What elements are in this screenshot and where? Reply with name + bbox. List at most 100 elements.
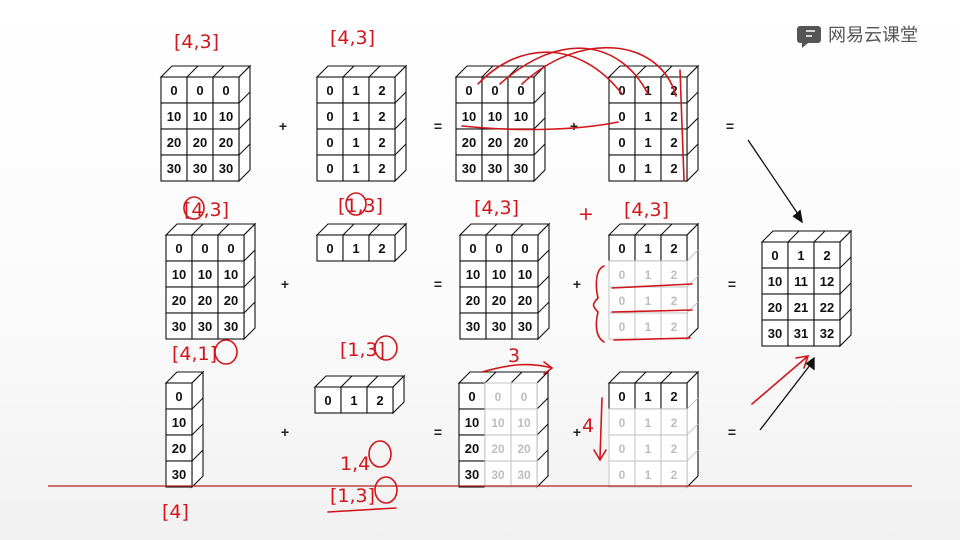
row3-array-c-top-divider — [510, 371, 523, 384]
row3-result-equals: = — [728, 424, 736, 440]
row3-array-d-cell-value: 2 — [671, 442, 678, 456]
row1-array-d-cell — [634, 154, 662, 182]
annotation-circle-row3-b — [374, 335, 398, 361]
row1-array-b-side-divider — [394, 117, 407, 130]
result-array-cell — [761, 293, 789, 321]
row1-array-d-side-divider — [686, 91, 699, 104]
result-array-top-face — [760, 230, 853, 243]
row1-array-a-cell — [212, 76, 240, 104]
chat-bubble-icon — [797, 26, 821, 48]
row3-array-b-cell-value: 0 — [324, 393, 331, 408]
row1-array-b-cell-value: 2 — [378, 83, 385, 98]
row2-array-c-cell-value: 20 — [492, 293, 506, 308]
row3-array-d-top-divider — [634, 371, 647, 384]
row2-array-c-side-divider — [537, 301, 550, 314]
row2-array-c-cell — [485, 234, 513, 262]
result-array-cell — [787, 319, 815, 347]
row3-array-a-cell-value: 30 — [172, 467, 186, 482]
annotation-circle-row3-b-3 — [374, 476, 398, 504]
row2-array-a-cell-value: 0 — [201, 241, 208, 256]
annotation-arrow-cols — [481, 361, 554, 375]
row1-array-d-top-divider — [660, 65, 673, 78]
result-array-cell — [761, 319, 789, 347]
row1-array-b-cell — [368, 102, 396, 130]
row3-array-a-side-divider — [191, 397, 204, 410]
row1-array-a-cell-value: 10 — [167, 109, 181, 124]
logo-text: 网易云课堂 — [828, 25, 918, 46]
row1-array-a-cell-value: 10 — [193, 109, 207, 124]
row2-array-d-cell-value: 1 — [645, 320, 652, 334]
row1-array-c-cell-value: 20 — [488, 135, 502, 150]
row3-array-d-cell-value: 1 — [645, 468, 652, 482]
row1-array-b-cell-value: 1 — [352, 83, 359, 98]
row2-array-a-side-divider — [243, 275, 256, 288]
row1-array-d-cell — [608, 154, 636, 182]
row2-array-d-side-divider — [686, 275, 699, 288]
row3-array-c-cell-value: 20 — [465, 441, 479, 456]
row2-array-b-top-divider — [342, 223, 355, 236]
logo: 网易云课堂 — [797, 25, 918, 48]
row2-array-b-top-face — [315, 223, 408, 236]
row2-array-c-cell-value: 10 — [492, 267, 506, 282]
row2-array-c-cell-value: 30 — [466, 319, 480, 334]
row3-array-c-top-face — [457, 371, 550, 384]
row1-array-a-cell-value: 10 — [219, 109, 233, 124]
row3-array-d-cell-value: 2 — [671, 416, 678, 430]
result-arrows — [747, 139, 815, 431]
handwritten-annotations: [4,3] [4,3] [4,3] [1,3] [4,3] + [4,3] [4… — [162, 27, 669, 523]
annotation-row1-d-underline — [461, 121, 619, 131]
row2-array-a-cell-value: 10 — [224, 267, 238, 282]
row1-array-a-cell-value: 0 — [222, 83, 229, 98]
row2-array-a-top-divider — [191, 223, 204, 236]
row1-array-a-cell-value: 20 — [219, 135, 233, 150]
row2-array-d-top-face — [607, 223, 700, 236]
row1-array-a-cell — [186, 128, 214, 156]
result-array-cell-value: 21 — [794, 300, 808, 315]
row2-array-d-cell — [634, 312, 662, 340]
row1-array-b-top-divider — [368, 65, 381, 78]
result-array-side-divider — [839, 282, 852, 295]
row2-array-d-cell-value: 2 — [671, 268, 678, 282]
row3-array-c-cell-value: 10 — [465, 415, 479, 430]
row1-array-c-cell-value: 10 — [488, 109, 502, 124]
row3-array-b-top-divider — [340, 375, 353, 388]
row1-array-d-cell-value: 1 — [644, 83, 651, 98]
row1-array-c-cell-value: 10 — [462, 109, 476, 124]
row2-array-a-side-divider — [243, 249, 256, 262]
row3-array-c-cell-value: 20 — [491, 442, 505, 456]
annotation-circle-row3-b-4 — [368, 440, 392, 468]
row3-array-d-cell-value: 1 — [644, 389, 651, 404]
row2-array-d-cell-value: 2 — [671, 320, 678, 334]
row3-array-c-side-divider — [536, 423, 549, 436]
row3-array-c-cell-value: 30 — [517, 468, 531, 482]
row3-array-d-top-divider — [660, 371, 673, 384]
result-array-cell — [813, 319, 841, 347]
row3-array-a-cell — [165, 460, 193, 488]
row3-array-b-cell-value: 2 — [376, 393, 383, 408]
row1-array-a-cell — [186, 76, 214, 104]
row2-array-c-cell — [485, 286, 513, 314]
row1-array-a-cell-value: 30 — [167, 161, 181, 176]
row2-array-d-cell — [660, 234, 688, 262]
row1-array-c-side-divider — [533, 91, 546, 104]
row2-array-c-cell — [485, 260, 513, 288]
arrow-row3-to-result — [759, 359, 815, 431]
row1-array-b-cell-value: 1 — [352, 109, 359, 124]
row3-array-d-side-divider — [686, 397, 699, 410]
row3-array-c-cell — [510, 460, 538, 488]
row3-array-d-side-divider — [686, 449, 699, 462]
row1-array-b-side-divider — [394, 143, 407, 156]
result-array-cell-value: 10 — [768, 274, 782, 289]
row1-array-a-cell-value: 20 — [167, 135, 181, 150]
row3-array-a-cell-value: 20 — [172, 441, 186, 456]
annotation-row1-a-shape: [4,3] — [174, 31, 219, 53]
row3-array-d-cell-value: 2 — [670, 389, 677, 404]
row2-array-c-cell — [485, 312, 513, 340]
row1-array-c-cell-value: 30 — [514, 161, 528, 176]
row3-array-c-cell — [510, 434, 538, 462]
row2-array-d-top-divider — [660, 223, 673, 236]
row1-array-a-top-divider — [186, 65, 199, 78]
